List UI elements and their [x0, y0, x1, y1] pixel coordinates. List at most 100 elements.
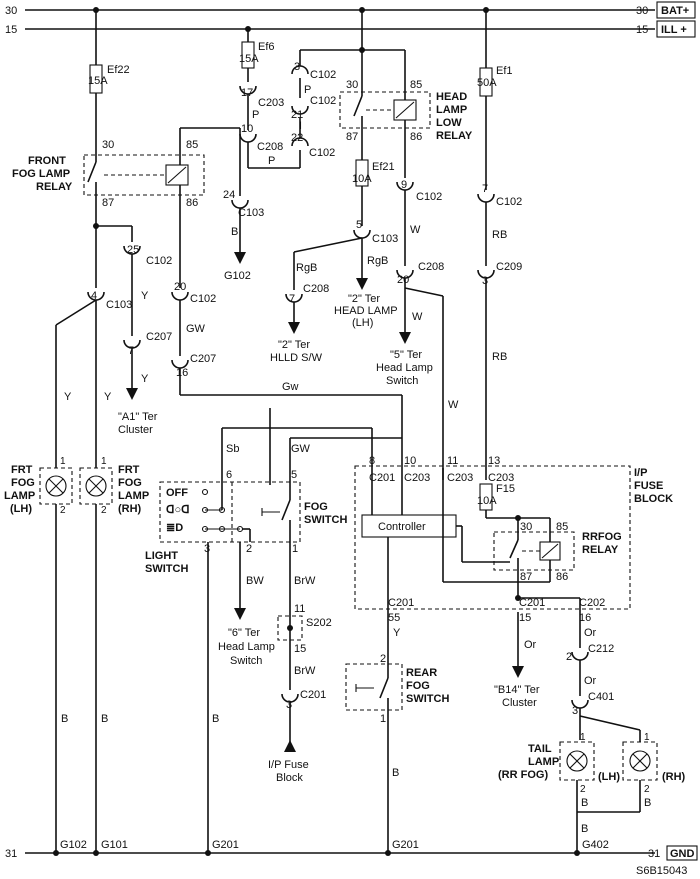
- ip-block-label-2: FUSE: [634, 480, 663, 492]
- wire-bw: BW: [246, 575, 264, 587]
- wire-b-ls: B: [212, 713, 219, 725]
- fuse-f15-name: F15: [496, 483, 515, 495]
- head-relay-pin-30: 30: [346, 79, 358, 91]
- wire-gw-lower: Gw: [282, 381, 299, 393]
- dest-b14-1: "B14" Ter: [494, 684, 540, 696]
- c201-55-pin: 55: [388, 612, 400, 624]
- ef6-fuse-loop: Ef6 15A 17 C203 P 10 C208 P 22 C102 I 21…: [239, 26, 362, 169]
- c401-3-name: C401: [588, 691, 614, 703]
- ill-plus-tag: ILL +: [661, 24, 687, 36]
- rrfog-pin-85: 85: [556, 521, 568, 533]
- dest-hls5-2: Head Lamp: [376, 362, 433, 374]
- wire-y-controller: Y: [393, 627, 401, 639]
- wire-brw-b: BrW: [294, 665, 316, 677]
- c203-11-name: C203: [447, 472, 473, 484]
- c401-3-pin: 3: [572, 705, 578, 717]
- tail-lamp-label-2: LAMP: [528, 756, 559, 768]
- c102-21-name: C102: [310, 95, 336, 107]
- frt-fog-lh-label-4: (LH): [10, 503, 32, 515]
- wire-y-lh: Y: [64, 391, 72, 403]
- fuse-ef22-rating: 15A: [88, 75, 108, 87]
- fuse-ef21-name: Ef21: [372, 161, 395, 173]
- s202-pin-top: 11: [294, 603, 305, 615]
- c209-3-pin: 3: [482, 275, 488, 287]
- fuse-f15-rating: 10A: [477, 495, 497, 507]
- dest-hlld-1: "2" Ter: [278, 339, 310, 351]
- c209-3-name: C209: [496, 261, 522, 273]
- rail-30-left-label: 30: [5, 5, 17, 17]
- c208-7-pin: 7: [289, 293, 295, 305]
- rail-31-right-label: 31: [648, 848, 660, 860]
- wire-y-label-a: Y: [141, 290, 149, 302]
- c102-9-pin: 9: [401, 179, 407, 191]
- dest-g102: G102: [224, 270, 251, 282]
- lamp-lh-pin1: 1: [60, 456, 66, 467]
- tail-lh-pin1: 1: [580, 732, 586, 743]
- wire-b-tail-lh: B: [581, 797, 588, 809]
- rrfog-pin-86: 86: [556, 571, 568, 583]
- tail-lamp-branch: Or 2 C212 Or 3 C401 1 2 (LH) TAIL LAMP (…: [498, 612, 686, 856]
- c207-16-name: C207: [190, 353, 216, 365]
- light-switch-label-1: LIGHT: [145, 550, 178, 562]
- head-relay-label-2: LAMP: [436, 104, 467, 116]
- c103-5-pin: 5: [356, 219, 362, 231]
- fuse-ef6-name: Ef6: [258, 41, 275, 53]
- c203-10-name: C203: [404, 472, 430, 484]
- frt-fog-rh-label-1: FRT: [118, 464, 140, 476]
- frt-fog-rh-label-2: FOG: [118, 477, 142, 489]
- head-relay-label-3: LOW: [436, 117, 462, 129]
- c203-13-name: C203: [488, 472, 514, 484]
- c201-3-pin: 3: [286, 699, 292, 711]
- wire-b-tail-common: B: [581, 823, 588, 835]
- figure-id: S6B15043: [636, 865, 687, 877]
- wire-w-a: W: [410, 224, 421, 236]
- rrfog-pin-87: 87: [520, 571, 532, 583]
- c207-7-name: C207: [146, 331, 172, 343]
- c103-4-name: C103: [106, 299, 132, 311]
- headlamp-icon: ≣D: [166, 522, 183, 534]
- rail-15-right-label: 15: [636, 24, 648, 36]
- dest-hls6-3: Switch: [230, 655, 262, 667]
- ground-g101: G101: [101, 839, 128, 851]
- wire-rb-b: RB: [492, 351, 507, 363]
- dest-headlamp-lh-3: (LH): [352, 317, 373, 329]
- c202-16-pin: 16: [579, 612, 591, 624]
- s202-pin-bottom: 15: [294, 643, 306, 655]
- lamp-rh-pin1: 1: [101, 456, 107, 467]
- c203-11-pin: 11: [447, 455, 458, 467]
- rail-15-left-label: 15: [5, 24, 17, 36]
- c102-22-pin: 22: [291, 132, 303, 144]
- c102-7-name: C102: [496, 196, 522, 208]
- rrfog-label-1: RRFOG: [582, 531, 622, 543]
- ls-pin6: 6: [226, 469, 232, 481]
- wire-w-b: W: [412, 311, 423, 323]
- dest-hls5-1: "5" Ter: [390, 349, 422, 361]
- rail-gnd: 31 31 GND: [5, 845, 698, 861]
- wire-b-rh: B: [101, 713, 108, 725]
- rail-30-right-label: 30: [636, 5, 648, 17]
- fuse-ef22-name: Ef22: [107, 64, 130, 76]
- c103-4-trunk: 4 C103 Y Y: [55, 226, 132, 468]
- fog-switch-label-1: FOG: [304, 501, 328, 513]
- lamp-lh-pin2: 2: [60, 505, 66, 516]
- c208-7-name: C208: [303, 283, 329, 295]
- c103-4-pin: 4: [91, 290, 97, 302]
- wire-i-mark: I: [299, 120, 302, 132]
- wire-p-a: P: [252, 109, 259, 121]
- s202-name: S202: [306, 617, 332, 629]
- c102-7-pin: 7: [482, 183, 488, 195]
- c208-20-name: C208: [418, 261, 444, 273]
- dest-hls6-1: "6" Ter: [228, 627, 260, 639]
- front-fog-relay-pin-30: 30: [102, 139, 114, 151]
- dest-hlld-2: HLLD S/W: [270, 352, 323, 364]
- wire-or-a: Or: [524, 639, 537, 651]
- controller-label: Controller: [378, 521, 426, 533]
- front-fog-lamp-relay: 30 85 87 86 FRONT FOG LAMP RELAY: [12, 127, 241, 288]
- wire-gw-b: GW: [291, 443, 311, 455]
- dest-ipfb-2: Block: [276, 772, 303, 784]
- wire-p-b: P: [268, 155, 275, 167]
- c102-20-pin: 20: [174, 281, 186, 293]
- wire-w-c: W: [448, 399, 459, 411]
- c203-17-pin: 17: [241, 87, 253, 99]
- head-relay-86-branch: 9 C102 W 20 C208 W "5" Ter Head Lamp Swi…: [376, 179, 459, 582]
